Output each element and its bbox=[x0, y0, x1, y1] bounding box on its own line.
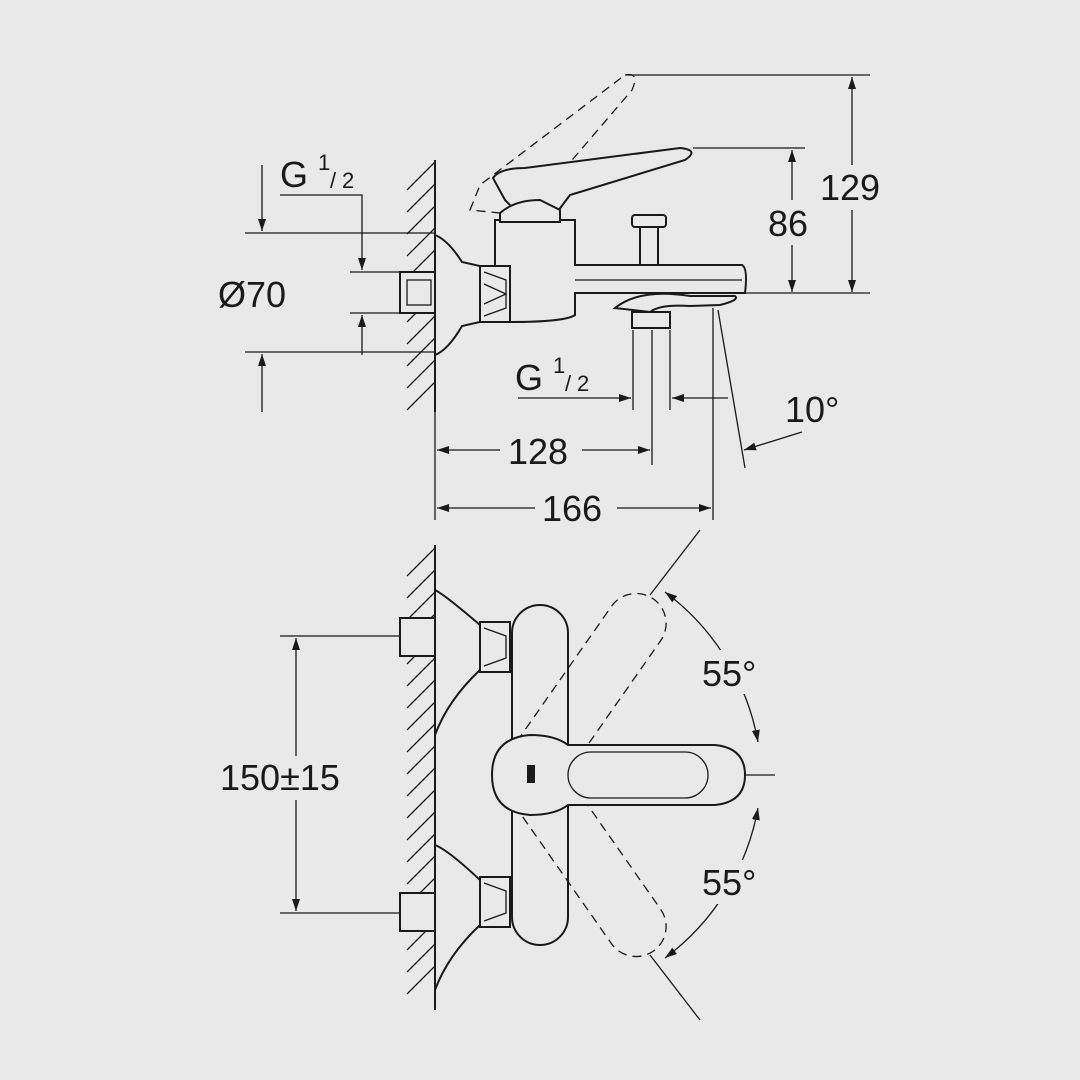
spout-angle-label: 10° bbox=[785, 389, 839, 430]
wall-hatch-line bbox=[406, 161, 436, 191]
diverter-knob bbox=[631, 214, 667, 228]
height-total-label: 129 bbox=[820, 167, 880, 208]
mixer-body bbox=[494, 219, 747, 324]
outlet-thread-num: 1 bbox=[553, 353, 565, 378]
escutcheon bbox=[434, 233, 481, 357]
side-view: 129 86 G 1 / 2 Ø70 G 1 / 2 10° 128 166 bbox=[218, 73, 890, 530]
wall-hatch-line bbox=[406, 205, 436, 235]
lever bbox=[491, 146, 693, 216]
wall-hatch-line bbox=[406, 547, 436, 577]
outlet-thread-den: 2 bbox=[577, 371, 589, 396]
lever-angle-down-label: 55° bbox=[702, 862, 756, 903]
escutcheon-upper bbox=[434, 588, 481, 736]
indicator-mark bbox=[527, 765, 535, 783]
lever-raised-outline bbox=[469, 73, 636, 216]
wall-hatch-line bbox=[406, 855, 436, 885]
wall-hatch-line bbox=[406, 315, 436, 345]
inlet-thread-den: 2 bbox=[342, 168, 354, 193]
inlet-nipple-lower bbox=[399, 892, 436, 932]
lever-top bbox=[490, 733, 747, 817]
inlet-thread-num: 1 bbox=[318, 150, 330, 175]
top-view: 55° 55° 150±15 bbox=[218, 529, 778, 1021]
wall-hatch-line bbox=[406, 381, 436, 411]
escutcheon-diameter-label: Ø70 bbox=[218, 274, 286, 315]
wall-hatch-line bbox=[406, 359, 436, 389]
wall-hatch-line bbox=[406, 591, 436, 621]
hex-nut-lower bbox=[479, 876, 511, 928]
outlet-thread-g: G bbox=[515, 357, 543, 398]
projection-total-label: 166 bbox=[542, 488, 602, 529]
inlet-spacing-label: 150±15 bbox=[220, 757, 340, 798]
wall-hatch-line bbox=[406, 701, 436, 731]
wall-hatch-line bbox=[406, 679, 436, 709]
wall-hatch-line bbox=[406, 227, 436, 257]
projection-outlet-label: 128 bbox=[508, 431, 568, 472]
inlet-nipple bbox=[399, 271, 436, 314]
wall-hatch-line bbox=[406, 183, 436, 213]
fraction-slash: / bbox=[330, 168, 337, 193]
wall-hatch-line bbox=[406, 811, 436, 841]
wall-hatch-line bbox=[406, 723, 436, 753]
fraction-slash: / bbox=[565, 371, 572, 396]
hex-nut-upper bbox=[479, 621, 511, 673]
wall-hatch-line bbox=[406, 569, 436, 599]
inlet-nipple-upper bbox=[399, 617, 436, 657]
lever-angle-up-label: 55° bbox=[702, 653, 756, 694]
wall-hatch-line bbox=[406, 943, 436, 973]
escutcheon-lower bbox=[434, 843, 481, 991]
inlet-thread-g: G bbox=[280, 154, 308, 195]
spout-outlet bbox=[612, 292, 737, 314]
wall-hatch-line bbox=[406, 745, 436, 775]
height-spout-label: 86 bbox=[768, 203, 808, 244]
wall-hatch-line bbox=[406, 833, 436, 863]
wall-hatch-line bbox=[406, 789, 436, 819]
wall-hatch-line bbox=[406, 657, 436, 687]
wall-hatch-line bbox=[406, 965, 436, 995]
wall-hatch-line bbox=[406, 767, 436, 797]
